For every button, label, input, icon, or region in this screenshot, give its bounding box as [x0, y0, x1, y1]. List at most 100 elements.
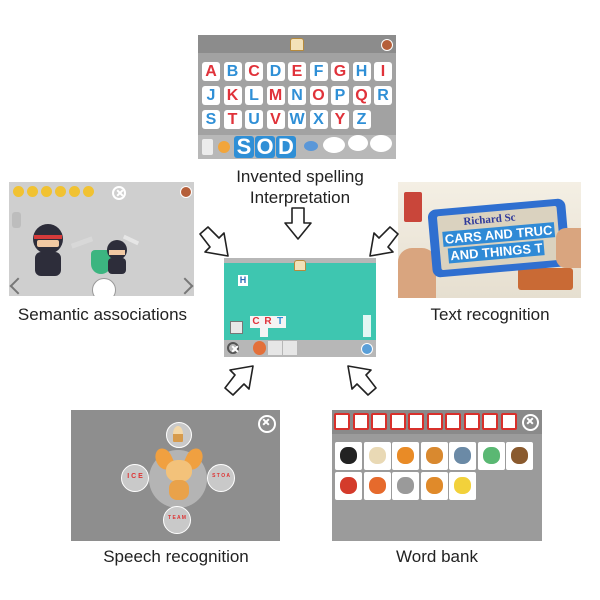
- word-bubble-label: I C E: [127, 473, 143, 480]
- key-g[interactable]: G: [331, 62, 349, 81]
- key-k[interactable]: K: [223, 86, 242, 105]
- toast-icon[interactable]: [294, 260, 306, 271]
- key-f[interactable]: F: [309, 62, 328, 81]
- broken-tile-icon[interactable]: [230, 321, 243, 334]
- key-b[interactable]: B: [223, 62, 242, 81]
- arrow-bottom-right-to-center: [347, 365, 377, 396]
- ninja-character: [31, 224, 65, 278]
- category-tab[interactable]: [426, 413, 443, 430]
- key-p[interactable]: P: [331, 86, 349, 105]
- word-tile[interactable]: [477, 442, 505, 470]
- tablet-screen: Richard Sc CARS AND TRUC AND THINGS T: [436, 205, 562, 271]
- key-m[interactable]: M: [266, 86, 285, 105]
- star-icon[interactable]: [83, 186, 94, 197]
- word-tile[interactable]: [449, 442, 476, 470]
- word-slot: [268, 341, 282, 355]
- close-icon[interactable]: [227, 342, 239, 354]
- word-bubble-bottom[interactable]: T E A M: [163, 506, 191, 534]
- bird-icon: [340, 477, 357, 494]
- mouse-icon: [397, 477, 414, 494]
- toast-icon[interactable]: [290, 38, 304, 51]
- key-u[interactable]: U: [245, 110, 263, 129]
- category-tab[interactable]: [408, 413, 424, 430]
- caption-word-bank: Word bank: [396, 547, 478, 566]
- arrow-right-to-center: [369, 226, 399, 257]
- key-a[interactable]: A: [202, 62, 220, 81]
- word-bubble-ice[interactable]: I C E: [121, 464, 149, 492]
- star-icon[interactable]: [13, 186, 24, 197]
- word-tile-t[interactable]: T: [274, 316, 286, 328]
- word-tile[interactable]: [335, 472, 362, 500]
- key-z[interactable]: Z: [352, 110, 371, 129]
- category-tab[interactable]: [463, 413, 480, 430]
- key-o[interactable]: O: [309, 86, 328, 105]
- word-tile[interactable]: [449, 472, 476, 500]
- key-n[interactable]: N: [288, 86, 306, 105]
- key-t[interactable]: T: [223, 110, 242, 129]
- sun-icon[interactable]: [218, 141, 230, 153]
- category-tab[interactable]: [500, 413, 517, 430]
- settings-icon[interactable]: [381, 39, 393, 51]
- letter-badge[interactable]: H: [238, 275, 248, 286]
- key-e[interactable]: E: [288, 62, 306, 81]
- tiger-icon: [425, 447, 443, 464]
- butterfly-icon: [425, 477, 443, 494]
- key-j[interactable]: J: [202, 86, 220, 105]
- trash-icon[interactable]: [202, 139, 213, 155]
- word-tile[interactable]: [506, 442, 533, 470]
- nav-arrow-icon[interactable]: [9, 277, 27, 295]
- settings-icon[interactable]: [361, 343, 373, 355]
- word-bank-screenshot: [332, 410, 542, 541]
- word-bubble-right[interactable]: S T O A: [207, 464, 235, 492]
- word-tile[interactable]: [363, 442, 391, 470]
- star-icon[interactable]: [69, 186, 80, 197]
- key-v[interactable]: V: [266, 110, 285, 129]
- typed-letter[interactable]: S: [234, 136, 254, 158]
- category-tab[interactable]: [445, 413, 461, 430]
- word-tile-r[interactable]: R: [262, 316, 274, 328]
- key-s[interactable]: S: [202, 110, 220, 129]
- key-w[interactable]: W: [288, 110, 306, 129]
- word-tile-c[interactable]: C: [250, 316, 262, 328]
- category-tab[interactable]: [334, 413, 350, 430]
- close-icon[interactable]: [258, 415, 276, 433]
- key-c[interactable]: C: [245, 62, 263, 81]
- typed-letter[interactable]: D: [276, 136, 296, 158]
- key-h[interactable]: H: [352, 62, 371, 81]
- home-button[interactable]: [92, 278, 116, 296]
- key-q[interactable]: Q: [352, 86, 371, 105]
- star-icon[interactable]: [27, 186, 38, 197]
- key-x[interactable]: X: [309, 110, 328, 129]
- word-tile[interactable]: [363, 472, 391, 500]
- nav-arrow-icon[interactable]: [176, 277, 194, 295]
- star-icon[interactable]: [41, 186, 52, 197]
- typed-letter[interactable]: O: [255, 134, 275, 159]
- key-i[interactable]: I: [374, 62, 392, 81]
- arrow-bottom-left-to-center: [224, 365, 254, 396]
- category-tab[interactable]: [371, 413, 387, 430]
- tablet-device: Richard Sc CARS AND TRUC AND THINGS T: [427, 198, 571, 278]
- word-tile[interactable]: [420, 472, 448, 500]
- word-tile[interactable]: [392, 472, 419, 500]
- close-icon[interactable]: [522, 414, 539, 431]
- fish-icon[interactable]: [304, 141, 318, 151]
- key-l[interactable]: L: [245, 86, 263, 105]
- key-r[interactable]: R: [374, 86, 392, 105]
- word-tile[interactable]: [335, 442, 362, 470]
- key-d[interactable]: D: [266, 62, 285, 81]
- word-tile[interactable]: [420, 442, 448, 470]
- snail-icon[interactable]: [253, 341, 266, 355]
- category-tab[interactable]: [389, 413, 406, 430]
- category-tab[interactable]: [482, 413, 498, 430]
- settings-icon[interactable]: [180, 186, 192, 198]
- key-y[interactable]: Y: [331, 110, 349, 129]
- sword-icon: [70, 236, 94, 249]
- lock-icon[interactable]: [12, 212, 21, 228]
- category-tab[interactable]: [352, 413, 369, 430]
- hand-right: [556, 228, 581, 268]
- word-tile[interactable]: [392, 442, 419, 470]
- close-icon[interactable]: [112, 186, 126, 200]
- star-icon[interactable]: [55, 186, 66, 197]
